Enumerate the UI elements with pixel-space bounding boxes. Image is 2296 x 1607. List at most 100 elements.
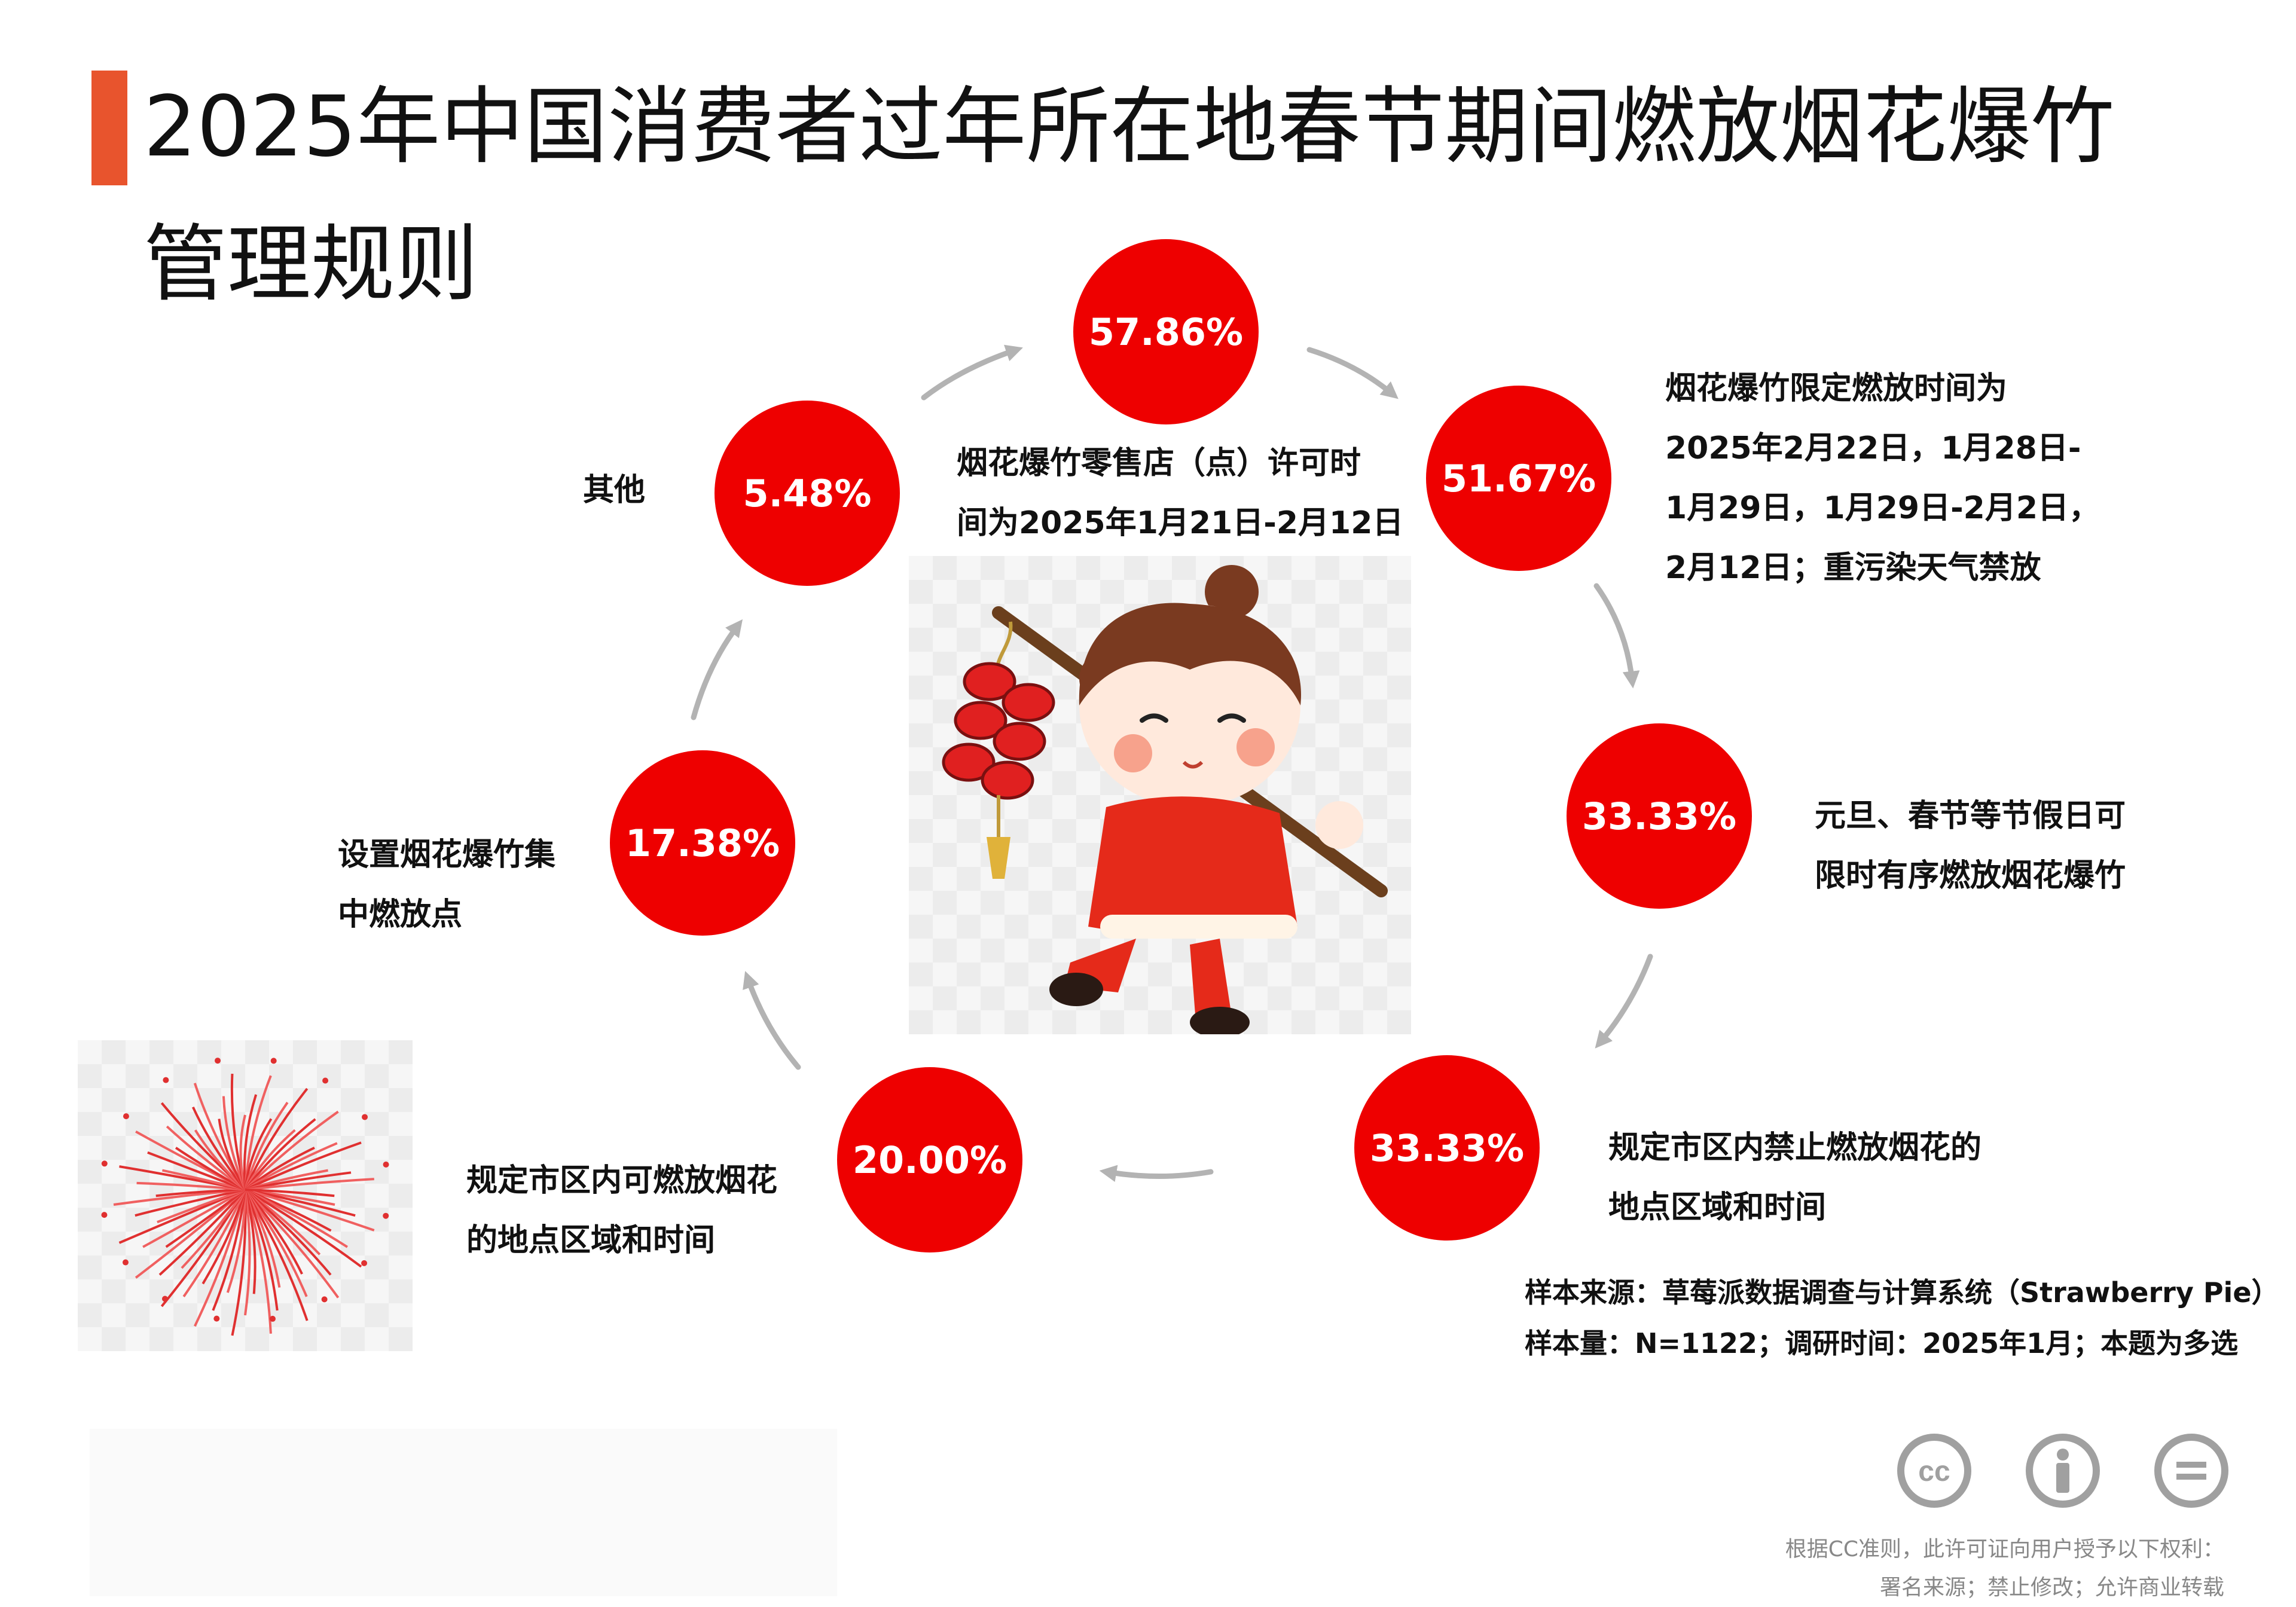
firework-spark (270, 1058, 277, 1064)
firework-ray (244, 1118, 316, 1191)
firework-ray (201, 1189, 246, 1285)
source-line-1: 样本来源：草莓派数据调查与计算系统（Strawberry Pie） (1525, 1276, 2279, 1309)
arrow-other-to-57 (921, 344, 1023, 401)
firework-ray (135, 1189, 246, 1217)
firework-ray (245, 1141, 362, 1191)
firework-spark (383, 1212, 389, 1219)
firework-spark (322, 1077, 329, 1084)
source-note: 样本来源：草莓派数据调查与计算系统（Strawberry Pie） 样本量：N=… (1525, 1267, 2279, 1369)
firework-ray (244, 1189, 251, 1316)
firework-spark (101, 1212, 108, 1218)
firework-ray (245, 1178, 374, 1191)
firework-ray (191, 1107, 246, 1191)
label-other: 其他 (583, 460, 645, 520)
blank-panel (90, 1429, 837, 1596)
firework-ray (194, 1129, 246, 1191)
title-line-1: 2025年中国消费者过年所在地春节期间燃放烟花爆竹 (144, 78, 2115, 176)
firework-spark (362, 1114, 368, 1120)
label-line: 规定市区内禁止燃放烟花的 (1608, 1130, 1982, 1166)
firework-ray (245, 1189, 375, 1232)
firework-spark (215, 1058, 221, 1064)
arrow-17-to-other (691, 619, 743, 720)
license-line-1: 根据CC准则，此许可证向用户授予以下权利： (1785, 1537, 2224, 1562)
circle-33-33-b: 33.33% (1354, 1055, 1540, 1241)
circle-5-48: 5.48% (715, 401, 900, 586)
firework-ray (244, 1189, 362, 1268)
label-line: 2月12日；重污染天气禁放 (1665, 550, 2041, 586)
firework-spark (122, 1259, 129, 1266)
firework-ray (175, 1147, 246, 1191)
label-line: 烟花爆竹零售店（点）许可时 (957, 445, 1361, 481)
circle-33-33-a: 33.33% (1567, 723, 1752, 909)
firework-ray (155, 1189, 246, 1197)
label-time-limit: 烟花爆竹限定燃放时间为 2025年2月22日，1月28日- 1月29日，1月29… (1665, 359, 2100, 598)
firework-spark (101, 1160, 108, 1167)
firework-spark (361, 1260, 368, 1266)
arrow-57-to-51 (1306, 347, 1399, 399)
label-central-points: 设置烟花爆竹集 中燃放点 (338, 825, 555, 945)
label-line: 间为2025年1月21日-2月12日 (957, 505, 1404, 541)
label-line: 烟花爆竹限定燃放时间为 (1665, 371, 2008, 407)
arrow-33b-to-20 (1099, 1165, 1214, 1183)
firework-ray (226, 1189, 247, 1293)
title-line-2: 管理规则 (144, 216, 479, 313)
firework-spark (269, 1315, 276, 1322)
label-line: 1月29日，1月29日-2月2日， (1665, 490, 2100, 526)
arrow-51-to-33a (1593, 583, 1640, 689)
firework-ray (244, 1189, 340, 1299)
label-retail-license: 烟花爆竹零售店（点）许可时 间为2025年1月21日-2月12日 (957, 433, 1403, 553)
firework-ray (244, 1101, 289, 1190)
license-line-2: 署名来源；禁止修改；允许商业转载 (1879, 1575, 2224, 1600)
firework-ray (136, 1181, 246, 1191)
attribution-icon (2026, 1434, 2100, 1508)
label-line: 2025年2月22日，1月28日- (1665, 430, 2081, 466)
firework-ray (158, 1189, 246, 1276)
firework-illustration (78, 1040, 413, 1351)
firework-ray (161, 1169, 246, 1191)
label-line: 地点区域和时间 (1608, 1190, 1827, 1226)
circle-57-86: 57.86% (1073, 239, 1259, 424)
license-note: 根据CC准则，此许可证向用户授予以下权利： 署名来源；禁止修改；允许商业转载 (1785, 1530, 2224, 1607)
label-line: 限时有序燃放烟花爆竹 (1815, 858, 2126, 894)
label-holidays: 元旦、春节等节假日可 限时有序燃放烟花爆竹 (1815, 786, 2126, 906)
label-line: 中燃放点 (338, 897, 463, 933)
firework-spark (321, 1296, 328, 1303)
firework-ray (181, 1189, 246, 1269)
firework-ray (244, 1189, 279, 1311)
label-line: 其他 (583, 472, 646, 508)
label-line: 设置烟花爆竹集 (338, 837, 556, 873)
circle-51-67: 51.67% (1426, 386, 1611, 571)
firework-ray (147, 1151, 246, 1191)
firework-ray (182, 1189, 246, 1297)
label-line: 的地点区域和时间 (466, 1223, 716, 1258)
circle-17-38: 17.38% (610, 750, 795, 936)
firework-ray (222, 1096, 246, 1190)
label-line: 元旦、春节等节假日可 (1815, 798, 2126, 834)
firework-spark (161, 1296, 168, 1302)
source-line-2: 样本量：N=1122；调研时间：2025年1月；本题为多选 (1525, 1327, 2239, 1359)
firework-spark (163, 1077, 169, 1083)
firework-ray (212, 1189, 246, 1311)
firework-spark (213, 1315, 220, 1322)
firework-ray (165, 1189, 246, 1248)
firework-ray (166, 1125, 246, 1191)
firework-spark (383, 1161, 389, 1168)
firework-ray (244, 1110, 339, 1191)
firework-ray (244, 1189, 257, 1294)
title-accent-bar (91, 71, 127, 185)
arrow-33a-to-33b (1595, 954, 1653, 1049)
firework-ray (244, 1189, 309, 1321)
svg-text:cc: cc (1918, 1456, 1950, 1487)
firework-ray (218, 1119, 246, 1191)
cc-icon: cc (1897, 1434, 1971, 1508)
firework-ray (244, 1189, 308, 1297)
no-derivatives-icon (2154, 1434, 2228, 1508)
firework-ray (244, 1087, 309, 1190)
firework-spark (123, 1113, 129, 1120)
circle-20-00: 20.00% (837, 1067, 1022, 1252)
firework-ray (245, 1189, 335, 1197)
firework-ray (157, 1189, 246, 1224)
firework-ray (142, 1189, 246, 1248)
label-allowed-areas: 规定市区内可燃放烟花 的地点区域和时间 (466, 1151, 777, 1270)
